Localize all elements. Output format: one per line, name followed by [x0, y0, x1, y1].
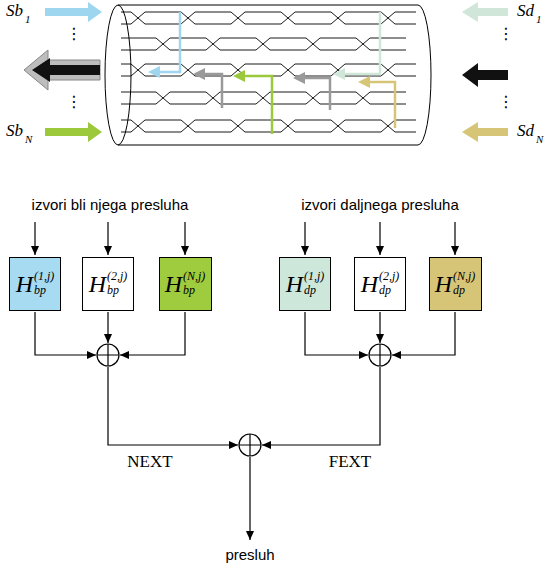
signal-index: 1 [536, 13, 542, 25]
cable-outline [118, 145, 418, 146]
crosstalk-paths [148, 12, 395, 134]
index-stack: (N,j)bp [183, 270, 205, 298]
index-stack: (2,j)bp [107, 270, 127, 298]
superscript: (2,j) [107, 270, 127, 284]
wire [121, 92, 406, 104]
transfer-function-box: H(2,j)dp [354, 257, 406, 311]
subscript: bp [34, 284, 54, 298]
transfer-function-box: H(1,j)bp [9, 257, 61, 311]
wire [121, 120, 416, 132]
transfer-function-box: H(N,j)bp [159, 257, 212, 311]
transfer-function: H(1,j)dp [286, 270, 325, 298]
signal-index: N [25, 133, 32, 145]
ellipsis: ⋮ [498, 92, 514, 111]
index-stack: (1,j)bp [34, 270, 54, 298]
signal-name: Sd [517, 121, 534, 141]
transfer-function-box: H(N,j)dp [429, 257, 482, 311]
index-stack: (1,j)dp [304, 270, 324, 298]
group-heading: izvori bli njega presluha [32, 196, 189, 213]
signal-label: FEXT [329, 452, 372, 472]
subscript: dp [379, 284, 399, 298]
wire [121, 92, 406, 104]
cable [105, 5, 431, 145]
cable-end [418, 5, 431, 145]
index-stack: (2,j)dp [379, 270, 399, 298]
transfer-function-box: H(1,j)dp [279, 257, 331, 311]
cable-outline [118, 5, 418, 6]
signal-label: NEXT [127, 452, 172, 472]
signal-name: Sb [6, 121, 23, 141]
signal-index: N [536, 133, 543, 145]
source-arrow [462, 122, 508, 142]
signal-lines [35, 222, 455, 540]
transfer-function: H(N,j)dp [435, 270, 476, 298]
transfer-function: H(2,j)bp [89, 270, 128, 298]
signal-index: 1 [25, 13, 31, 25]
cable-end [105, 5, 131, 145]
wire [121, 12, 416, 24]
transfer-function: H(1,j)bp [16, 270, 55, 298]
transfer-function: H(2,j)dp [361, 270, 400, 298]
ellipsis: ⋮ [498, 24, 514, 43]
symbol: H [165, 272, 182, 296]
superscript: (2,j) [379, 270, 399, 284]
adder-symbol [97, 344, 391, 456]
source-arrow [462, 2, 508, 22]
subscript: dp [453, 284, 475, 298]
source-arrow [45, 122, 102, 142]
source-arrow [45, 2, 102, 22]
symbol: H [435, 272, 452, 296]
victim-arrow [32, 58, 100, 82]
wire [121, 120, 416, 132]
symbol: H [16, 272, 33, 296]
superscript: (N,j) [183, 270, 205, 284]
wire [121, 38, 406, 50]
subscript: dp [304, 284, 324, 298]
index-stack: (N,j)dp [453, 270, 475, 298]
superscript: (1,j) [34, 270, 54, 284]
transfer-function: H(N,j)bp [165, 270, 206, 298]
signal-name: Sb [6, 1, 23, 21]
subscript: bp [183, 284, 205, 298]
victim-arrow [462, 63, 508, 87]
wire [121, 38, 406, 50]
subscript: bp [107, 284, 127, 298]
wire [121, 12, 416, 24]
group-heading: izvori daljnega presluha [301, 196, 459, 213]
output-label: presluh [225, 546, 274, 563]
twisted-pairs [121, 12, 416, 132]
ellipsis: ⋮ [66, 24, 82, 43]
victim-arrow-shadow [24, 50, 100, 90]
ellipsis: ⋮ [66, 92, 82, 111]
signal-name: Sd [517, 1, 534, 21]
superscript: (1,j) [304, 270, 324, 284]
transfer-function-box: H(2,j)bp [82, 257, 134, 311]
symbol: H [89, 272, 106, 296]
superscript: (N,j) [453, 270, 475, 284]
symbol: H [361, 272, 378, 296]
symbol: H [286, 272, 303, 296]
